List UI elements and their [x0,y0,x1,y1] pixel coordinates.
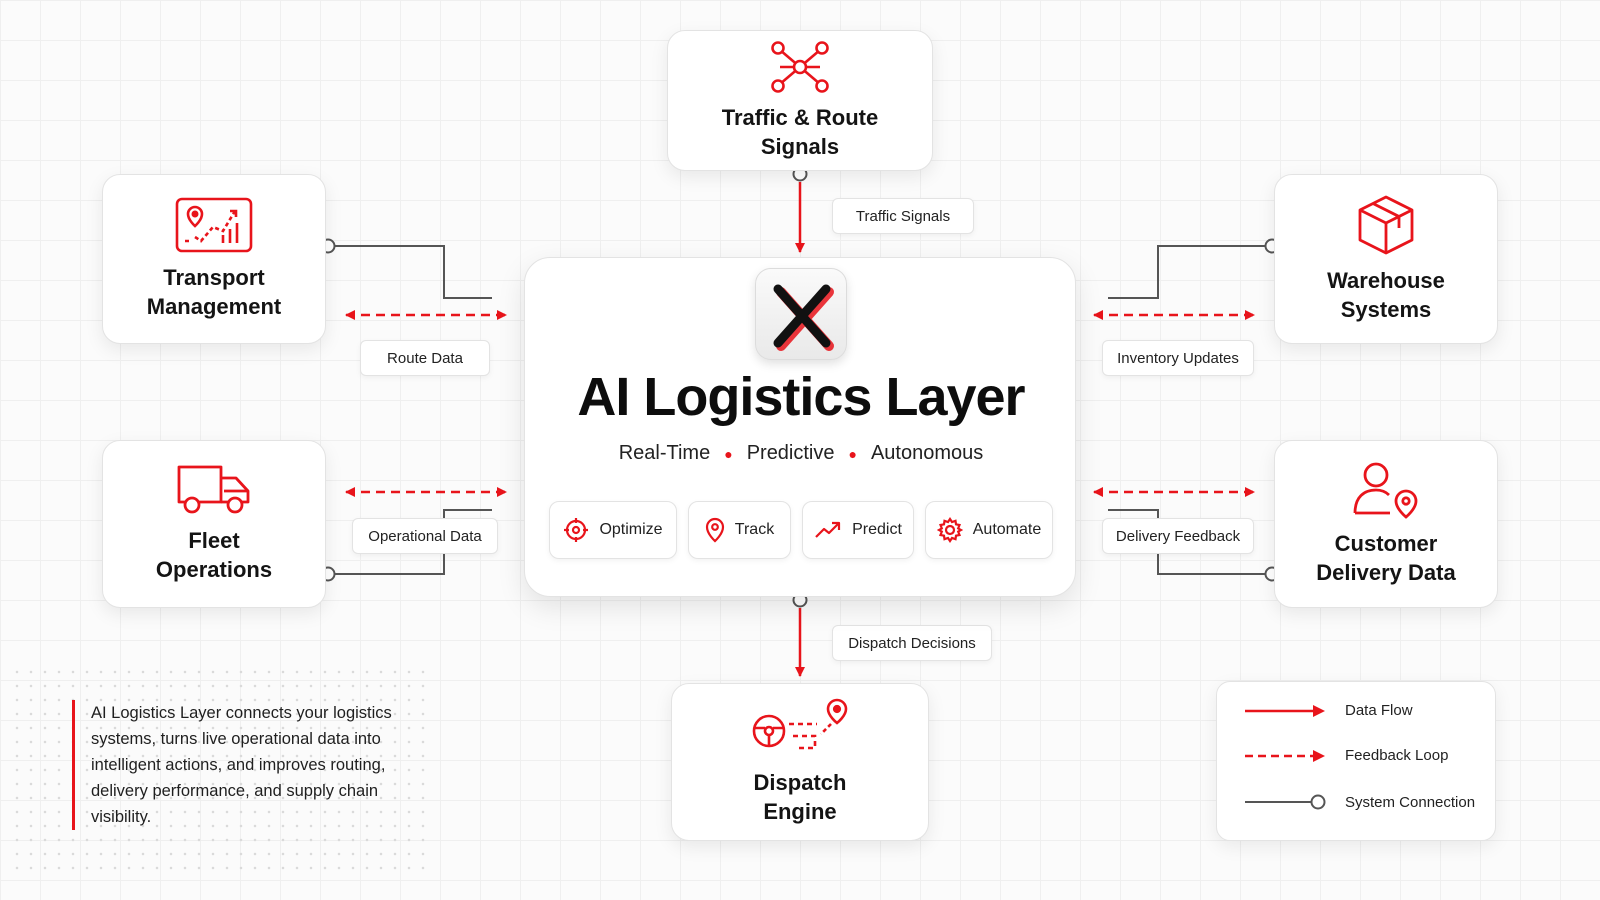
legend-item-feedback-loop: Feedback Loop [1243,747,1448,764]
dot-pattern [10,665,430,875]
node-title: Fleet Operations [155,528,273,582]
capability-automate[interactable]: Automate [925,501,1053,559]
label-route-data: Route Data [360,340,490,376]
capability-label: Optimize [599,521,663,538]
legend-item-data-flow: Data Flow [1243,702,1413,719]
capability-label: Track [734,521,775,538]
truck-icon [177,465,250,514]
separator-dot: ● [848,446,857,462]
user-location-icon [1353,462,1418,519]
box-icon [1358,195,1414,255]
node-title: Traffic & Route Signals [721,104,879,159]
capability-track[interactable]: Track [688,501,791,559]
line-circle-icon [1245,794,1326,810]
node-customer-delivery-data[interactable]: Customer Delivery Data [1274,440,1498,608]
label-delivery-feedback: Delivery Feedback [1102,518,1254,554]
node-warehouse-systems[interactable]: Warehouse Systems [1274,174,1498,344]
system-connection-transport [334,245,492,299]
label-operational-data: Operational Data [352,518,498,554]
node-dispatch-engine[interactable]: Dispatch Engine [671,683,929,841]
legend-label: System Connection [1345,793,1476,811]
location-pin-icon [705,517,724,543]
solid-arrow-icon [1245,704,1325,717]
capability-predict[interactable]: Predict [802,501,914,559]
node-traffic-route-signals[interactable]: Traffic & Route Signals [667,30,933,171]
node-title: Warehouse Systems [1327,268,1445,322]
legend-label: Data Flow [1345,702,1413,719]
node-transport-management[interactable]: Transport Management [102,174,326,344]
core-tagline: Real-Time ● Predictive ● Autonomous [525,442,1077,465]
node-title: Dispatch Engine [753,770,847,824]
legend-item-system-connection: System Connection [1243,793,1475,811]
legend-label: Feedback Loop [1345,747,1449,764]
capability-label: Automate [972,521,1042,538]
tagline-item: Autonomous [870,442,984,464]
node-title: Customer Delivery Data [1316,531,1456,585]
crosshair-icon [564,518,589,542]
description-text: AI Logistics Layer connects your logisti… [72,700,432,830]
tagline-item: Real-Time [618,442,711,464]
label-dispatch-decisions: Dispatch Decisions [832,625,992,661]
map-chart-icon [175,197,253,253]
ai-logistics-layer-core[interactable]: AI Logistics Layer Real-Time ● Predictive ●… [524,257,1076,597]
label-traffic-signals: Traffic Signals [832,198,974,234]
node-fleet-operations[interactable]: Fleet Operations [102,440,326,608]
capability-label: Predict [852,521,902,538]
legend: Data Flow Feedback Loop System Connectio… [1216,681,1496,841]
gear-icon [936,517,963,543]
tagline-item: Predictive [746,442,835,464]
node-title: Transport Management [146,265,282,319]
separator-dot: ● [724,446,733,462]
system-connection-warehouse [1108,245,1266,299]
trend-up-icon [815,521,841,538]
steering-route-icon [752,698,848,750]
label-inventory-updates: Inventory Updates [1102,340,1254,376]
x-logo-icon [755,268,847,360]
capability-optimize[interactable]: Optimize [549,501,677,559]
core-title: AI Logistics Layer [577,367,1025,427]
dashed-arrow-icon [1245,749,1325,762]
network-nodes-icon [771,40,829,93]
